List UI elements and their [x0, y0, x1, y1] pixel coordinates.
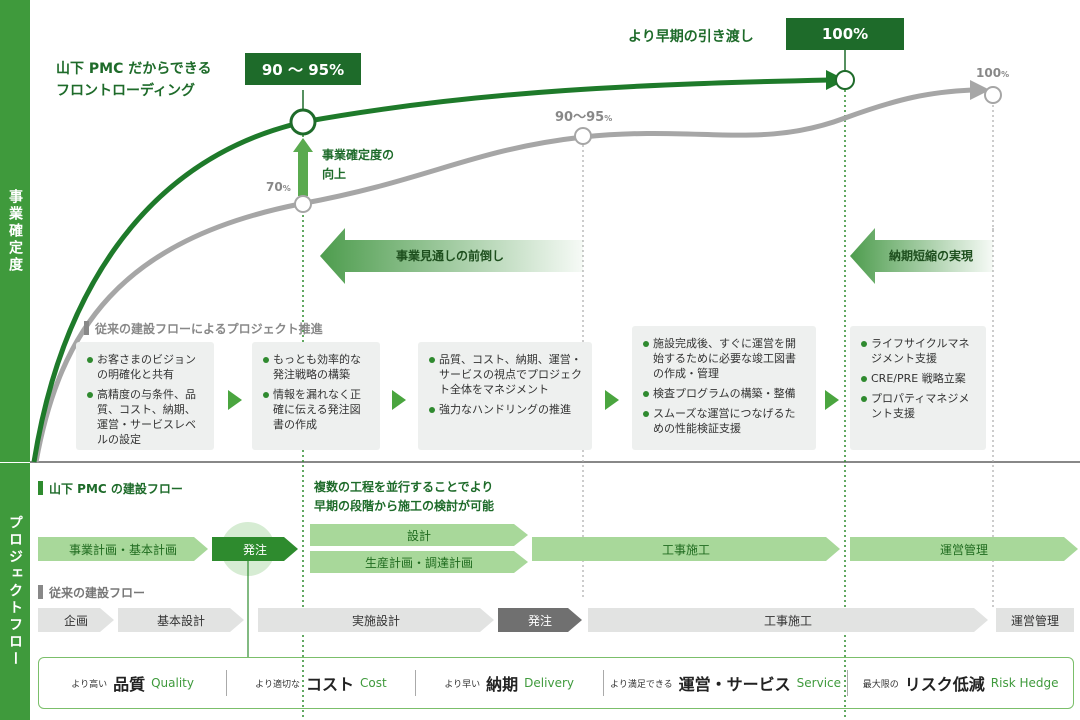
pmc-step-design: 設計: [310, 524, 528, 546]
section-divider: [30, 461, 1080, 463]
conv-step-order: 発注: [498, 608, 582, 632]
conv-step-detailed: 実施設計: [258, 608, 494, 632]
box-management: 品質、コスト、納期、運営・サービスの視点でプロジェクト全体をマネジメント強力なハ…: [418, 342, 592, 450]
box-planning: お客さまのビジョンの明確化と共有高精度の与条件、品質、コスト、納期、運営・サービ…: [76, 342, 214, 450]
pmc-step-production: 生産計画・調達計画: [310, 551, 528, 573]
forward-arrow-shape: [320, 228, 583, 284]
conventional-header: 従来の建設フローによるプロジェクト推進: [84, 320, 323, 337]
conventional-curve: [33, 87, 973, 463]
forward-arrow-label: 事業見通しの前倒し: [396, 249, 505, 263]
shorten-arrow-label: 納期短縮の実現: [889, 249, 974, 263]
pmc-step-operation: 運営管理: [850, 537, 1078, 561]
improve-arrowhead: [293, 138, 313, 152]
conv-step-basic: 基本設計: [118, 608, 244, 632]
pmc-step-plan: 事業計画・基本計画: [38, 537, 208, 561]
arrow-1: [228, 390, 242, 410]
early-handover-label: より早期の引き渡し: [628, 29, 754, 45]
box-completion: 施設完成後、すぐに運営を開始するために必要な竣工図書の作成・管理検査プログラムの…: [632, 326, 816, 450]
improve-label: 事業確定度の 向上: [322, 148, 395, 181]
shorten-arrow-shape: [850, 228, 993, 284]
handover-badge: 100%: [786, 18, 904, 50]
pmc-step-order: 発注: [212, 537, 298, 561]
gray-70-marker: [294, 195, 312, 213]
pmc-90-marker: [289, 108, 317, 136]
pmc-100-marker: [835, 70, 855, 90]
conventional-curve-arrowhead: [970, 80, 990, 100]
gray-100-marker: [984, 86, 1002, 104]
pmc-flow-header: 山下 PMC の建設フロー: [38, 480, 183, 497]
gray-90-marker: [574, 127, 592, 145]
conv-flow-header: 従来の建設フロー: [38, 584, 145, 601]
pmc-label: 山下 PMC だからできる フロントローディング: [56, 61, 212, 99]
arrow-2: [392, 390, 406, 410]
arrow-3: [605, 390, 619, 410]
pmc-badge: 90 ～ 95%: [245, 53, 361, 85]
arrow-4: [825, 390, 839, 410]
pmc-flow-note: 複数の工程を並行することでより 早期の段階から施工の検討が可能: [314, 480, 495, 513]
gray-90-label: 90～95%: [555, 110, 613, 125]
conv-step-construction: 工事施工: [588, 608, 988, 632]
side-label-flow: プロジェクトフロー: [0, 463, 30, 720]
gray-70-label: 70%: [266, 180, 291, 194]
conv-step-operation: 運営管理: [996, 608, 1074, 632]
gray-100-label: 100%: [976, 66, 1010, 80]
box-order: もっとも効率的な発注戦略の構築情報を漏れなく正確に伝える発注図書の作成: [252, 342, 380, 450]
conv-step-planning: 企画: [38, 608, 114, 632]
pmc-step-construction: 工事施工: [532, 537, 840, 561]
side-label-certainty: 事業確定度: [0, 0, 30, 462]
